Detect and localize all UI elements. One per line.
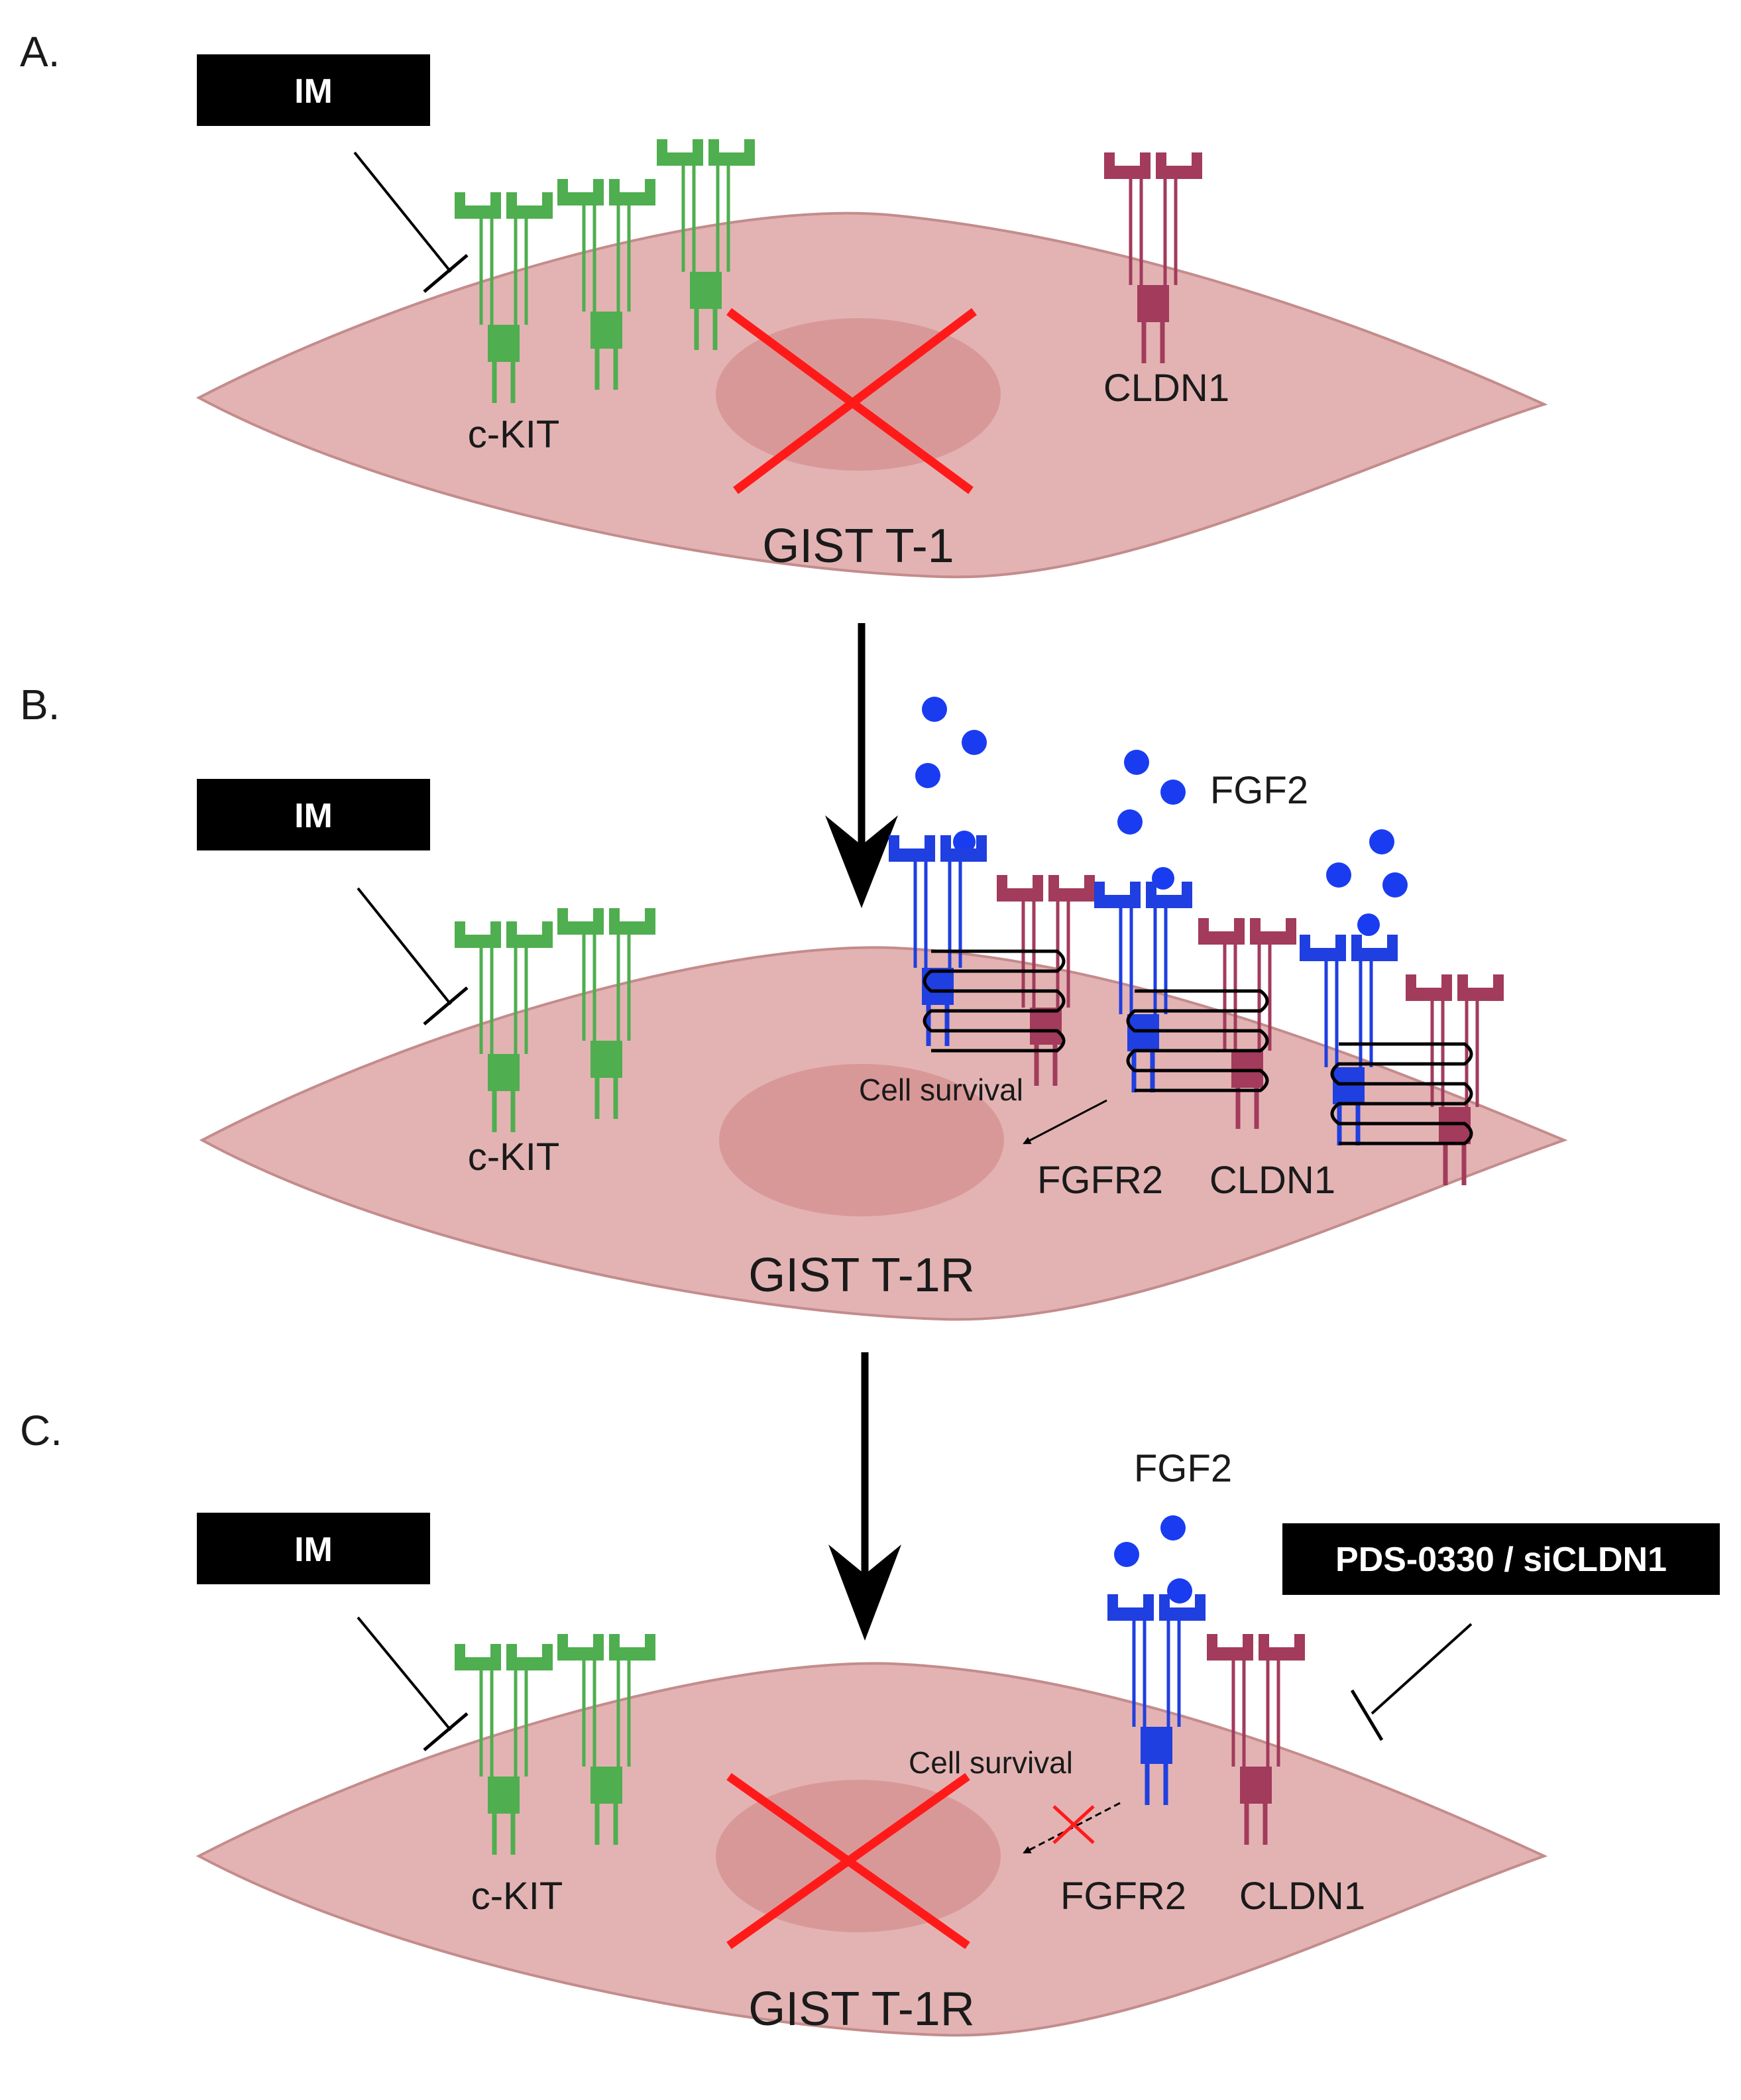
ligand-dot-icon — [1124, 750, 1149, 775]
ligand-dot-icon — [922, 697, 947, 722]
ligand-dot-icon — [953, 831, 976, 853]
ligand-dot-icon — [1152, 867, 1174, 890]
cross-icon — [726, 1773, 970, 1950]
ligand-dot-icon — [1382, 872, 1408, 898]
panel-a-letter: A. — [20, 28, 60, 76]
drug-label: IM — [294, 797, 333, 835]
ckit-label: c-KIT — [468, 413, 560, 456]
fgf2-ligands — [915, 697, 1408, 936]
inhibition-bar-icon — [1350, 1623, 1473, 1741]
ligand-dot-icon — [1114, 1542, 1139, 1567]
signal-arrow — [1023, 1099, 1107, 1145]
drug-box-im: IM — [197, 54, 430, 126]
panel-a: A. IM c-KIT CLDN1 GIST T-1 — [20, 28, 1548, 579]
cell-survival-label: Cell survival — [909, 1745, 1073, 1780]
ligand-dot-icon — [1357, 913, 1380, 936]
ligand-dot-icon — [1326, 862, 1351, 888]
cross-icon — [726, 308, 977, 495]
ligand-dot-icon — [962, 730, 987, 755]
ligand-dot-icon — [1369, 829, 1394, 854]
cell-line-label: GIST T-1R — [748, 1249, 974, 1302]
cell-line-label: GIST T-1 — [762, 520, 954, 573]
down-arrow-icon — [828, 1352, 901, 1641]
fgfr2-label: FGFR2 — [1037, 1159, 1163, 1202]
cldn1-label: CLDN1 — [1103, 367, 1229, 410]
drug-box-pds-0330-sicldn1: PDS-0330 / siCLDN1 — [1282, 1523, 1720, 1595]
ligand-dot-icon — [1167, 1578, 1192, 1604]
panel-b: B. IM — [20, 681, 1568, 1321]
nucleus — [719, 1064, 1004, 1216]
inhibition-bar-icon — [357, 887, 469, 1025]
fgf2-ligands — [1114, 1515, 1192, 1604]
down-arrow-icon — [825, 623, 898, 908]
drug2-label: PDS-0330 / siCLDN1 — [1335, 1541, 1667, 1579]
cell-line-label: GIST T-1R — [748, 1983, 974, 2036]
inhibition-bar-icon — [353, 151, 469, 293]
ligand-dot-icon — [1117, 809, 1143, 835]
cldn1-label: CLDN1 — [1209, 1159, 1335, 1202]
ligand-dot-icon — [915, 763, 940, 788]
ligand-dot-icon — [1160, 780, 1186, 805]
fgfr2-label: FGFR2 — [1060, 1875, 1186, 1918]
ligand-dot-icon — [1160, 1515, 1186, 1541]
fgf2-label: FGF2 — [1134, 1447, 1232, 1490]
cldn1-label: CLDN1 — [1239, 1875, 1365, 1918]
ckit-label: c-KIT — [471, 1875, 563, 1918]
drug-label: IM — [294, 1531, 333, 1569]
panel-c-letter: C. — [20, 1407, 62, 1454]
drug-label: IM — [294, 72, 333, 111]
cross-icon — [1052, 1805, 1095, 1844]
cell-survival-label: Cell survival — [859, 1073, 1023, 1107]
fgf2-label: FGF2 — [1210, 769, 1308, 812]
drug-box-im: IM — [197, 1513, 430, 1584]
drug-box-im: IM — [197, 779, 430, 850]
panel-c: C. IM PDS-0330 / siCLDN1 — [20, 1407, 1720, 2037]
ckit-label: c-KIT — [468, 1136, 560, 1179]
inhibition-bar-icon — [357, 1616, 469, 1751]
panel-b-letter: B. — [20, 681, 60, 729]
